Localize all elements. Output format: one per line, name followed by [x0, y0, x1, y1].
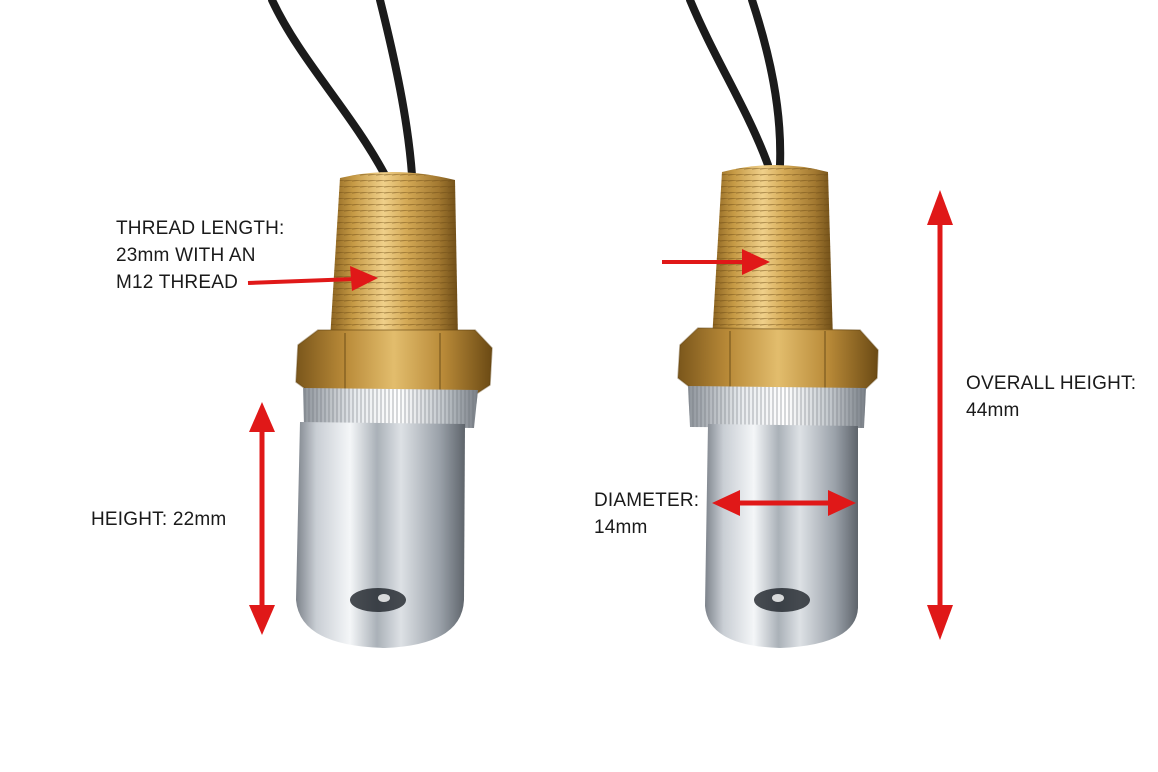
- diameter-arrow: [712, 490, 856, 516]
- overall-height-arrow: [927, 190, 953, 640]
- thread-pointer-arrow: [662, 249, 770, 275]
- overall-height-line1: OVERALL HEIGHT:: [966, 373, 1137, 394]
- thread-length-arrow: [247, 266, 378, 291]
- height-arrow: [249, 402, 275, 635]
- thread-label-line2: 23mm WITH AN: [116, 245, 256, 266]
- thread-label-line3: M12 THREAD: [116, 272, 239, 293]
- thread-length-label: THREAD LENGTH: 23mm WITH AN M12 THREAD: [116, 215, 285, 296]
- overall-height-line2: 44mm: [966, 400, 1020, 421]
- diameter-label-line2: 14mm: [594, 517, 648, 538]
- diameter-label-line1: DIAMETER:: [594, 490, 700, 511]
- right-fitting: [677, 0, 879, 648]
- left-fitting: [268, 0, 493, 648]
- thread-label-line1: THREAD LENGTH:: [116, 218, 285, 239]
- dimension-arrows: [247, 190, 953, 640]
- diameter-label: DIAMETER: 14mm: [594, 487, 699, 541]
- height-label-text: HEIGHT: 22mm: [91, 509, 227, 530]
- height-label: HEIGHT: 22mm: [91, 506, 226, 533]
- overall-height-label: OVERALL HEIGHT: 44mm: [966, 370, 1136, 424]
